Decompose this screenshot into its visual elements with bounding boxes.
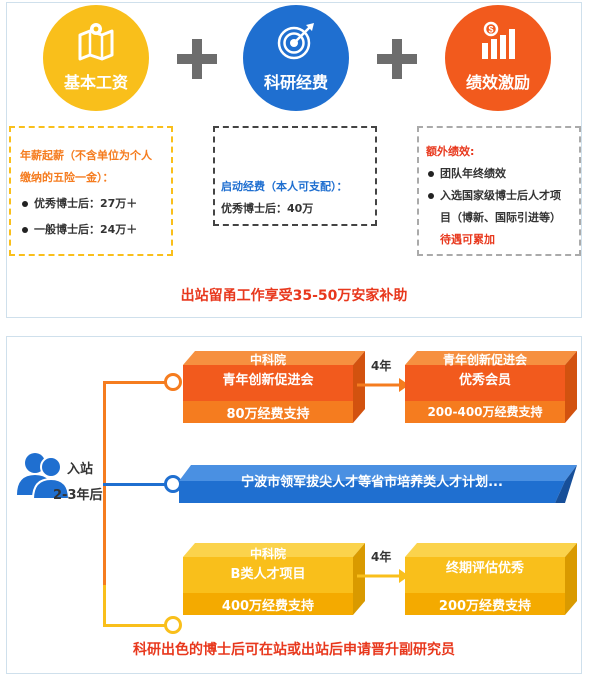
cas-b-line2: B类人才项目 xyxy=(230,567,306,582)
salary-title-line1: 年薪起薪（不含单位为个人 xyxy=(20,149,152,162)
benefits-panel: 基本工资 科研经费 $ 绩效激励 年薪起薪（不含单位为个人 缴纳的五险一金）： … xyxy=(6,2,582,318)
top-headline: 出站留甬工作享受35-50万安家补助 xyxy=(180,288,408,304)
talent-plan-banner: 宁波市领军拔尖人才等省市培养类人才计划... xyxy=(179,459,577,503)
bonus-item: 团队年终绩效 xyxy=(426,163,579,185)
bonus-continuation: 目（博新、国际引进等） xyxy=(440,211,561,224)
plus-icon xyxy=(377,39,417,79)
entry-label: 入站 xyxy=(67,462,94,477)
final-eval-footer: 200万经费支持 xyxy=(438,599,532,614)
funding-detail-box: 启动经费（本人可支配）： 优秀博士后：40万 xyxy=(213,126,377,226)
performance-bonus-circle: $ 绩效激励 xyxy=(445,5,551,111)
final-eval-line1: 终期评估优秀 xyxy=(445,561,524,576)
chart-icon: $ xyxy=(482,21,515,59)
years-label: 2-3年后 xyxy=(53,488,103,503)
cas-b-footer: 400万经费支持 xyxy=(221,599,315,614)
cas-youth-block: 中科院 青年创新促进会 80万经费支持 xyxy=(183,351,365,423)
performance-bonus-label: 绩效激励 xyxy=(465,73,530,92)
salary-detail-box: 年薪起薪（不含单位为个人 缴纳的五险一金）： 优秀博士后：27万＋ 一般博士后：… xyxy=(9,126,173,256)
salary-item: 一般博士后：24万＋ xyxy=(20,219,171,241)
connector-line xyxy=(103,483,173,486)
bonus-item: 入选国家级博士后人才项 xyxy=(426,185,579,207)
youth-excellent-line2: 优秀会员 xyxy=(458,373,511,388)
youth-excellent-block: 青年创新促进会 优秀会员 200-400万经费支持 xyxy=(405,351,577,423)
arrow-icon xyxy=(357,565,409,587)
final-eval-block: 终期评估优秀 200万经费支持 xyxy=(405,543,577,615)
funding-line: 优秀博士后：40万 xyxy=(221,202,314,215)
people-icon xyxy=(17,453,71,500)
youth-excellent-line1: 青年创新促进会 xyxy=(442,353,527,367)
cas-b-line1: 中科院 xyxy=(249,547,286,561)
target-icon xyxy=(277,23,314,60)
path-node xyxy=(164,373,182,391)
salary-item: 优秀博士后：27万＋ xyxy=(20,193,171,215)
svg-text:$: $ xyxy=(488,25,493,35)
arrow-icon xyxy=(357,374,409,396)
bonus-note: 待遇可累加 xyxy=(440,233,495,246)
cas-youth-footer: 80万经费支持 xyxy=(226,407,310,422)
bonus-title: 额外绩效: xyxy=(426,145,475,158)
connector-line xyxy=(103,585,106,627)
talent-plan-text: 宁波市领军拔尖人才等省市培养类人才计划... xyxy=(241,475,503,490)
bottom-headline: 科研出色的博士后可在站或出站后申请晋升副研究员 xyxy=(133,642,455,658)
connector-line xyxy=(103,381,106,625)
research-funding-circle: 科研经费 xyxy=(243,5,349,111)
basic-salary-label: 基本工资 xyxy=(63,73,128,92)
basic-salary-circle: 基本工资 xyxy=(43,5,149,111)
cas-youth-line1: 中科院 xyxy=(249,353,286,367)
youth-excellent-footer: 200-400万经费支持 xyxy=(427,405,543,419)
cas-b-block: 中科院 B类人才项目 400万经费支持 xyxy=(183,543,365,615)
research-funding-label: 科研经费 xyxy=(263,73,328,92)
connector-line xyxy=(103,624,173,627)
duration-label: 4年 xyxy=(371,550,392,564)
duration-label: 4年 xyxy=(371,359,392,373)
map-icon xyxy=(78,23,114,61)
bonus-detail-box: 额外绩效: 团队年终绩效 入选国家级博士后人才项 目（博新、国际引进等） 待遇可… xyxy=(417,126,581,256)
plus-icon xyxy=(177,39,217,79)
salary-title-line2: 缴纳的五险一金）： xyxy=(20,171,114,184)
path-node xyxy=(164,616,182,634)
cas-youth-line2: 青年创新促进会 xyxy=(222,373,314,388)
funding-title: 启动经费（本人可支配）： xyxy=(221,180,348,193)
connector-line xyxy=(103,381,173,384)
career-path-panel: 入站 2-3年后 .dot::after{background:inherit;… xyxy=(6,336,582,674)
